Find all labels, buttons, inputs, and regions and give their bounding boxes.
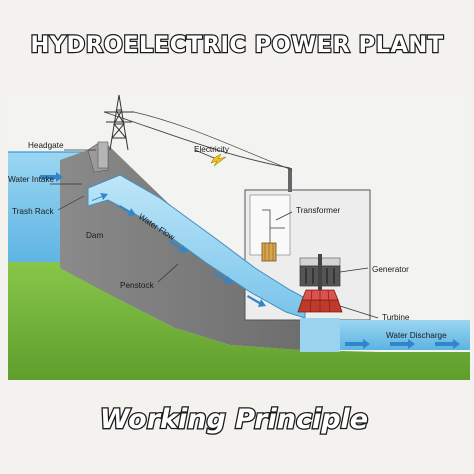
generator-icon (299, 254, 341, 300)
flow-arrow (92, 193, 108, 201)
flow-arrow (169, 240, 188, 253)
power-line-pole (288, 168, 292, 192)
power-line (103, 111, 291, 169)
label-transformer: Transformer (296, 206, 341, 215)
flow-arrow (40, 172, 63, 182)
label-water-discharge: Water Discharge (386, 331, 447, 340)
turbine-icon (297, 289, 343, 313)
ground (8, 262, 470, 380)
flow-arrow (345, 339, 370, 349)
headgate-gate (97, 141, 109, 169)
flow-arrows (40, 172, 460, 349)
diagram-panel: Headgate Water Intake Trash Rack Dam Wat… (8, 94, 470, 380)
flow-arrow (390, 339, 415, 349)
label-generator: Generator (372, 265, 409, 274)
flow-arrow (214, 272, 233, 284)
page-subtitle: Working Principle (100, 404, 368, 435)
label-trash-rack: Trash Rack (12, 207, 54, 216)
label-headgate: Headgate (28, 141, 64, 150)
label-dam: Dam (86, 231, 103, 240)
label-penstock: Penstock (120, 281, 155, 290)
flow-arrow (247, 295, 266, 307)
flow-arrow (119, 205, 136, 216)
page-title: HYDROELECTRIC POWER PLANT (30, 32, 443, 58)
flow-arrow (435, 339, 460, 349)
draft-tube (300, 318, 340, 352)
label-electricity: Electricity (194, 145, 230, 154)
leader-lines (50, 149, 379, 319)
power-line (133, 111, 293, 171)
label-water-intake: Water Intake (8, 175, 55, 184)
label-turbine: Turbine (382, 313, 410, 322)
lightning-bolt-icon (210, 153, 227, 167)
transmission-tower-icon (104, 94, 134, 151)
transformer-icon (261, 209, 285, 262)
